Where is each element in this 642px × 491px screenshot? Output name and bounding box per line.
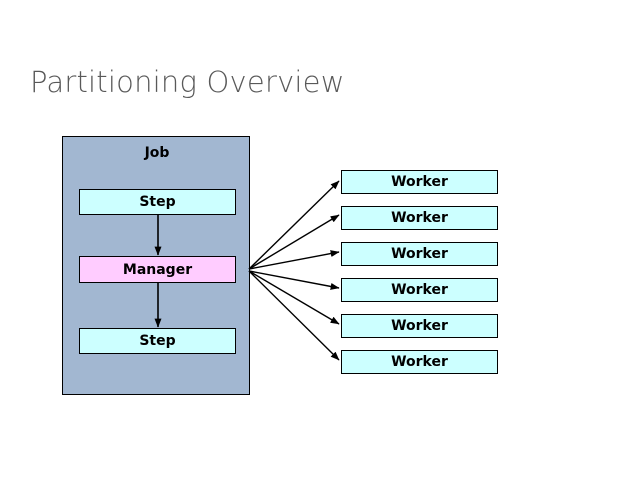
page-title: Partitioning Overview <box>30 65 345 99</box>
manager-node[interactable]: Manager <box>79 256 236 283</box>
arrow-manager-to-worker-1 <box>248 180 340 270</box>
job-label: Job <box>144 145 170 161</box>
step-node-top[interactable]: Step <box>79 189 236 215</box>
worker-node-5[interactable]: Worker <box>341 314 498 338</box>
step-node-bottom[interactable]: Step <box>79 328 236 354</box>
worker-node-1[interactable]: Worker <box>341 170 498 194</box>
arrow-manager-to-worker-5 <box>248 270 340 325</box>
arrow-manager-to-worker-4 <box>248 270 340 290</box>
worker-node-2[interactable]: Worker <box>341 206 498 230</box>
worker-node-6[interactable]: Worker <box>341 350 498 374</box>
arrow-manager-to-worker-2 <box>248 214 340 270</box>
arrow-manager-to-worker-3 <box>248 250 340 270</box>
arrow-manager-to-worker-6 <box>248 270 340 361</box>
worker-node-3[interactable]: Worker <box>341 242 498 266</box>
worker-node-4[interactable]: Worker <box>341 278 498 302</box>
